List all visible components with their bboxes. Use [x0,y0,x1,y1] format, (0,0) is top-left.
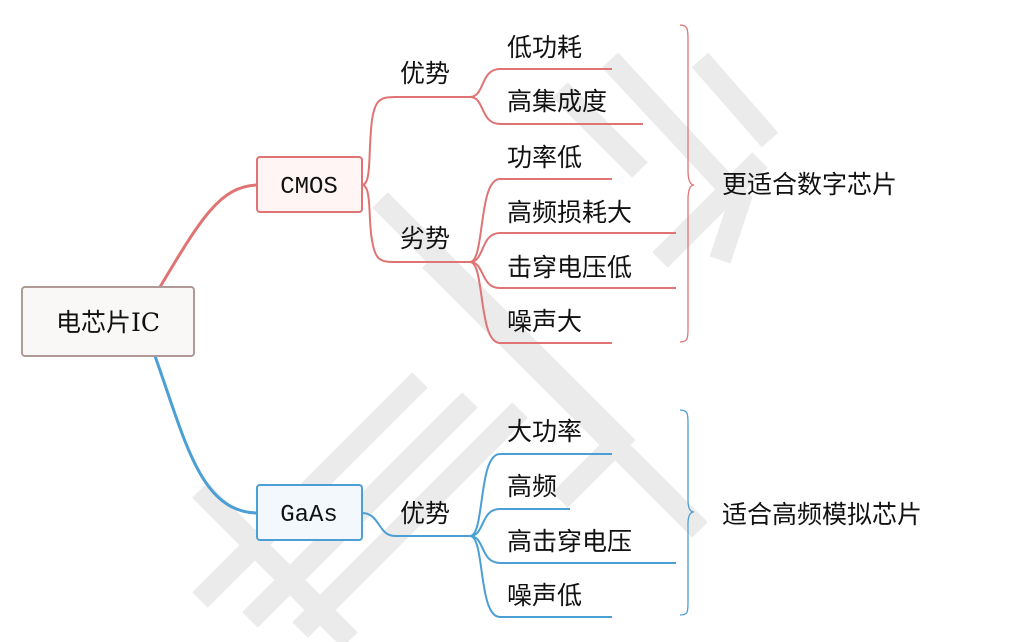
leaf[interactable]: 高频 [507,472,557,501]
gaas-node[interactable]: GaAs [256,484,363,541]
cmos-node[interactable]: CMOS [256,156,363,213]
cmos-label: CMOS [280,174,338,201]
root-label: 电芯片IC [56,308,160,337]
cmos-summary[interactable]: 更适合数字芯片 [722,170,897,199]
leaf[interactable]: 噪声低 [507,581,582,610]
brace-gaas [679,409,695,616]
root-node[interactable]: 电芯片IC [21,286,195,357]
cmos-disadvantages-label[interactable]: 劣势 [400,224,450,253]
leaf[interactable]: 高击穿电压 [507,527,632,556]
brace-cmos [679,24,695,343]
gaas-label: GaAs [280,502,338,529]
leaf[interactable]: 功率低 [507,143,582,172]
leaf[interactable]: 噪声大 [507,307,582,336]
cmos-advantages-label[interactable]: 优势 [400,59,450,88]
leaf[interactable]: 高频损耗大 [507,198,632,227]
branch-cmos [361,24,695,344]
connector-cmos [158,183,258,288]
gaas-advantages-label[interactable]: 优势 [400,499,450,528]
leaf[interactable]: 大功率 [507,417,582,446]
connector-gaas [153,355,258,515]
gaas-summary[interactable]: 适合高频模拟芯片 [722,500,922,529]
leaf[interactable]: 击穿电压低 [507,253,632,282]
leaf[interactable]: 低功耗 [507,33,582,62]
branch-gaas [361,409,695,618]
leaf[interactable]: 高集成度 [507,87,607,116]
